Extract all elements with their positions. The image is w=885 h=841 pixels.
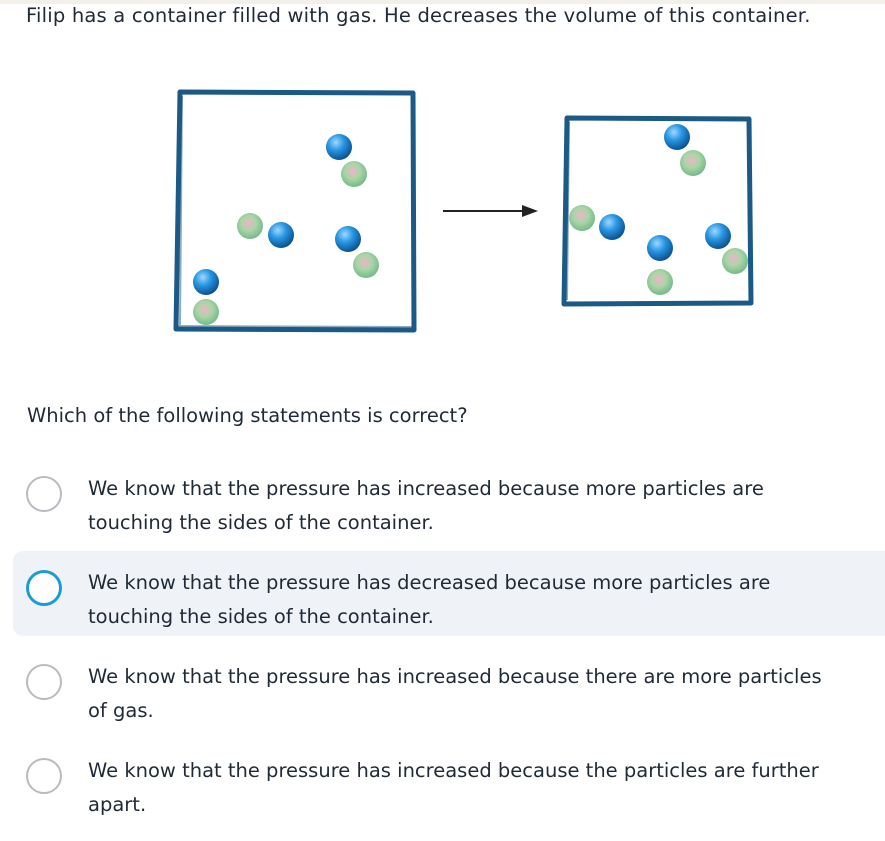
blue-particle [664,124,690,150]
blue-particle [599,214,625,240]
green-particle [569,205,595,231]
answer-option-line: touching the sides of the container. [88,511,434,534]
arrow-icon [443,205,538,217]
radio-button[interactable] [26,570,62,606]
answer-option-line: We know that the pressure has increased … [88,665,822,688]
answer-option-text: We know that the pressure has increased … [88,754,885,822]
blue-particle [335,226,361,252]
green-particle [722,248,748,274]
radio-button[interactable] [26,664,62,700]
answer-option-line: We know that the pressure has increased … [88,759,819,782]
gas-volume-figure [173,89,754,333]
answer-option-line: We know that the pressure has increased … [88,477,764,500]
answer-option-2[interactable]: We know that the pressure has decreased … [13,551,885,636]
answer-option-text: We know that the pressure has decreased … [88,566,885,634]
answer-option-text: We know that the pressure has increased … [88,472,885,540]
answer-option-line: touching the sides of the container. [88,605,434,628]
blue-particle [193,269,219,295]
blue-particle [268,222,294,248]
answer-option-line: of gas. [88,699,154,722]
answer-option-line: We know that the pressure has decreased … [88,571,771,594]
answer-option-4[interactable]: We know that the pressure has increased … [13,739,885,824]
question-prompt: Which of the following statements is cor… [27,404,468,427]
green-particle [341,161,367,187]
green-particle [680,150,706,176]
question-text: Filip has a container filled with gas. H… [26,4,811,27]
container-after [561,115,754,307]
radio-button[interactable] [26,476,62,512]
green-particle [193,299,219,325]
radio-button[interactable] [26,758,62,794]
answer-option-line: apart. [88,793,147,816]
answer-option-text: We know that the pressure has increased … [88,660,885,728]
blue-particle [326,134,352,160]
answer-option-1[interactable]: We know that the pressure has increased … [13,457,885,542]
green-particle [647,269,673,295]
container-before [173,89,417,333]
particles-after [569,124,748,295]
particles-before [193,134,379,325]
blue-particle [647,235,673,261]
green-particle [237,213,263,239]
blue-particle [705,223,731,249]
green-particle [353,252,379,278]
top-strip [0,0,885,4]
answer-option-3[interactable]: We know that the pressure has increased … [13,645,885,730]
